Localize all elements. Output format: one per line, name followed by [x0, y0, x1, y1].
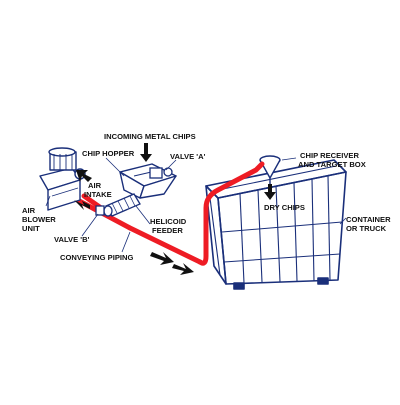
- label-air-intake-line1: AIR: [88, 181, 102, 190]
- dry-chips-arrow: [264, 184, 276, 200]
- label-air-intake-line2: INTAKE: [84, 190, 112, 199]
- valve-b: [95, 205, 105, 216]
- label-valve-b: VALVE 'B': [54, 235, 90, 244]
- pipe-flow-arrow-2: [150, 252, 174, 265]
- label-helicoid-line2: FEEDER: [152, 226, 183, 235]
- helicoid-feeder: [103, 193, 141, 217]
- label-chip-receiver-line1: CHIP RECEIVER: [300, 151, 359, 160]
- label-incoming-metal-chips: INCOMING METAL CHIPS: [104, 132, 196, 141]
- label-dry-chips: DRY CHIPS: [264, 203, 305, 212]
- label-valve-a: VALVE 'A': [170, 152, 206, 161]
- label-container-line2: OR TRUCK: [346, 224, 387, 233]
- label-chip-hopper: CHIP HOPPER: [82, 149, 135, 158]
- label-air-blower-line3: UNIT: [22, 224, 40, 233]
- flow-arrows: [74, 143, 276, 275]
- leader-lines: [45, 157, 347, 253]
- label-chip-receiver-line2: AND TARGET BOX: [298, 160, 366, 169]
- label-conveying-piping: CONVEYING PIPING: [60, 253, 134, 262]
- label-air-blower-line1: AIR: [22, 206, 36, 215]
- label-helicoid-line1: HELICOID: [150, 217, 187, 226]
- air-blower-unit: [39, 147, 86, 211]
- air-intake-arrow: [76, 170, 92, 182]
- chip-receiver: [259, 155, 281, 184]
- incoming-chips-arrow: [140, 143, 152, 162]
- label-air-blower-line2: BLOWER: [22, 215, 56, 224]
- label-container-line1: CONTAINER: [346, 215, 391, 224]
- valve-a: [149, 167, 173, 179]
- chip-hopper: [119, 163, 177, 199]
- pipe-flow-arrow-3: [172, 263, 194, 275]
- container: [205, 159, 347, 290]
- pipe-flow-arrow-1: [74, 200, 90, 210]
- labels: INCOMING METAL CHIPS CHIP HOPPER VALVE '…: [22, 132, 391, 262]
